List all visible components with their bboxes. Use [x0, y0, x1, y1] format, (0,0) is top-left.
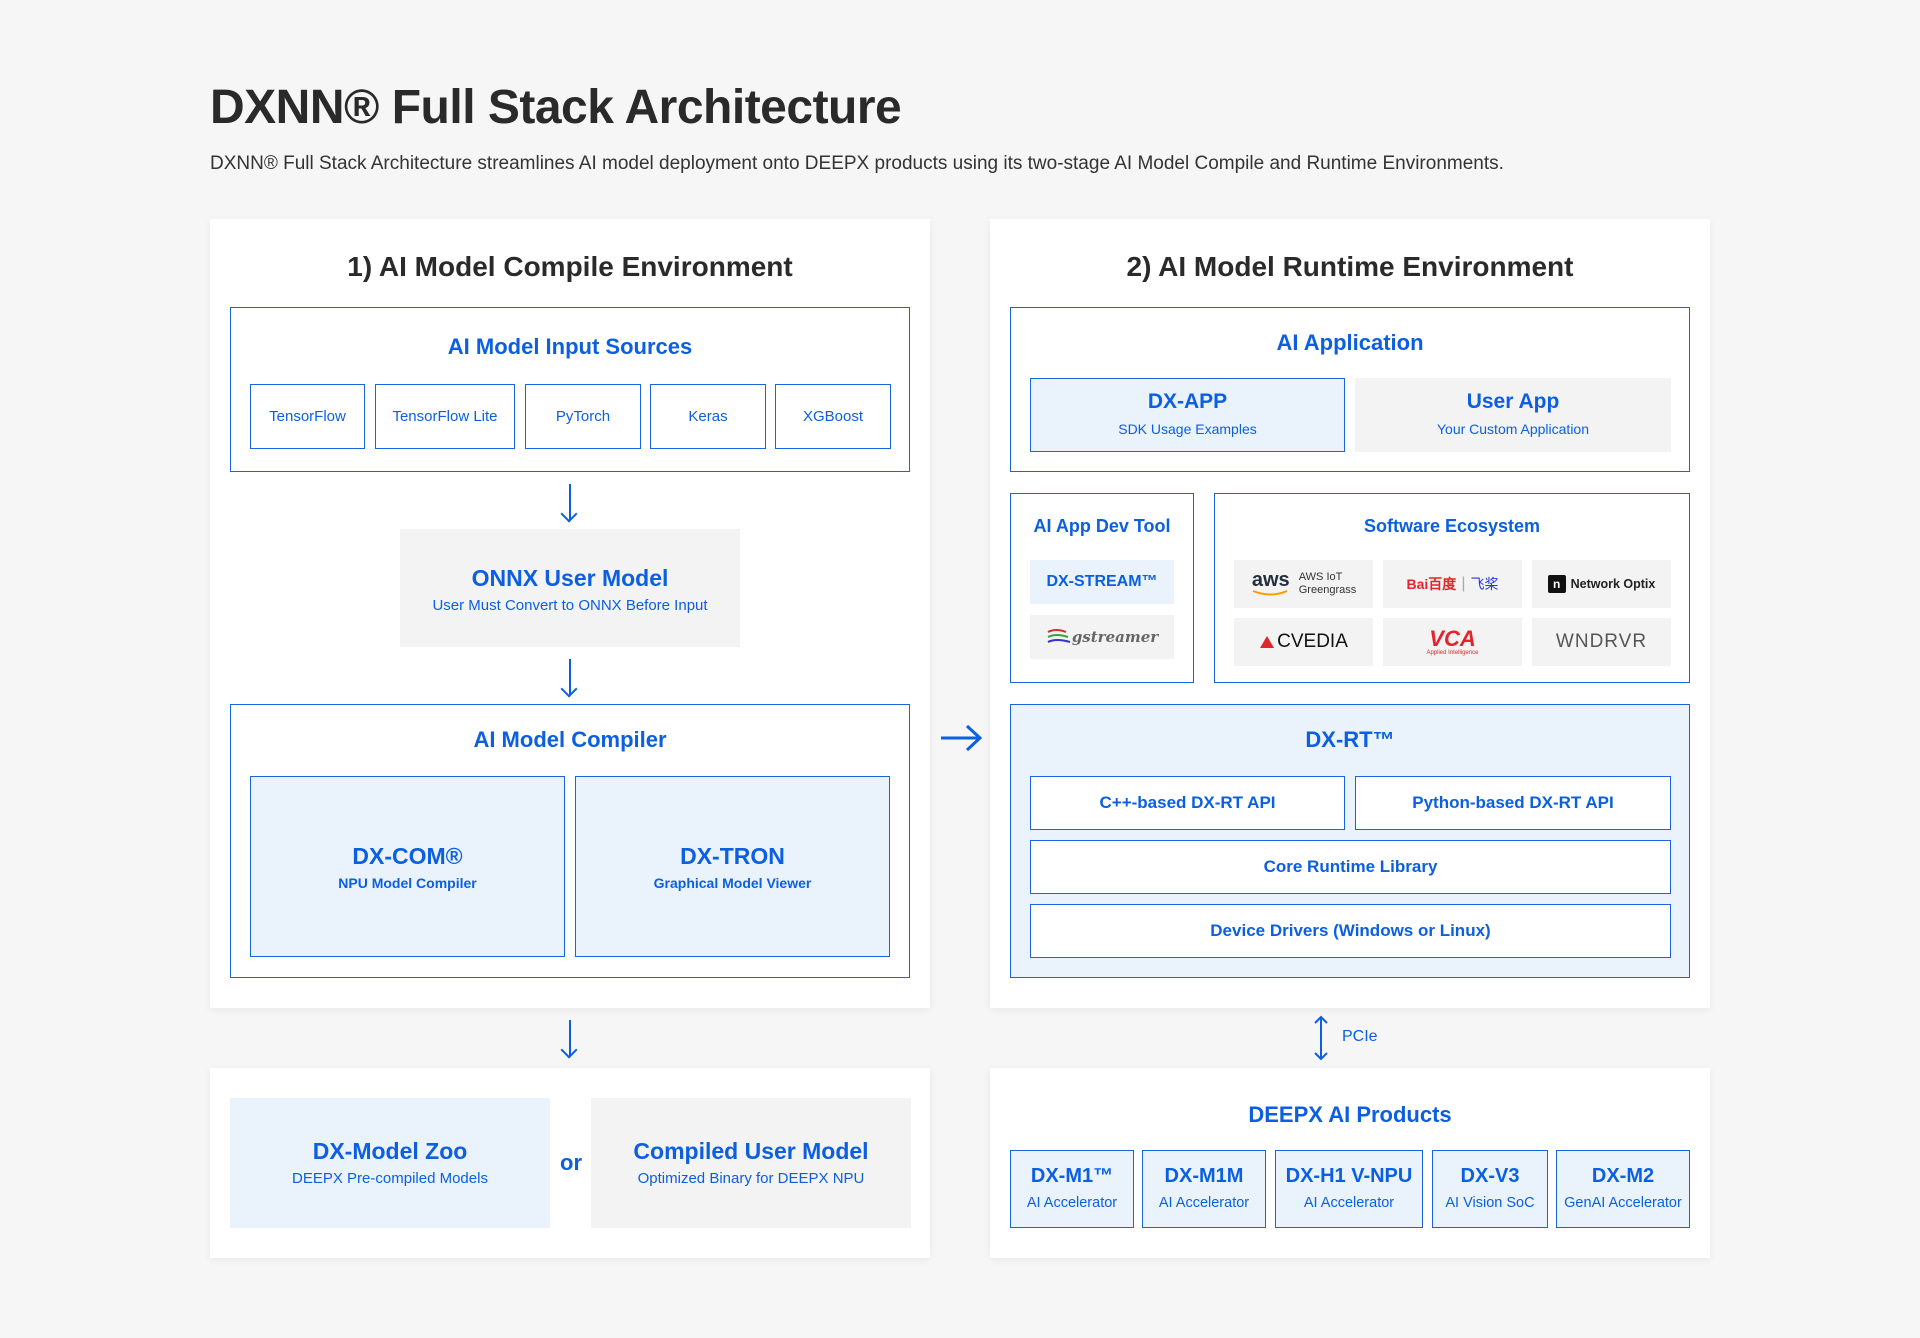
wndrvr-label: WNDRVR	[1555, 631, 1648, 652]
product-dx-v3: DX-V3 AI Vision SoC	[1432, 1150, 1548, 1228]
nx-mark: n	[1547, 575, 1566, 593]
dx-tron-subtitle: Graphical Model Viewer	[653, 875, 812, 891]
products-title: DEEPX AI Products	[1248, 1102, 1452, 1127]
onnx-user-model-box: ONNX User Model User Must Convert to ONN…	[400, 529, 740, 647]
software-ecosystem-box: Software Ecosystem aws AWS IoT Greengras…	[1214, 493, 1690, 683]
dev-tool-box: AI App Dev Tool DX-STREAM™ gstreamer	[1010, 493, 1194, 683]
zoo-subtitle: DEEPX Pre-compiled Models	[292, 1170, 488, 1187]
runtime-panel-title: 2) AI Model Runtime Environment	[1126, 251, 1574, 282]
product-name: DX-M1™	[1030, 1165, 1114, 1187]
dx-com-subtitle: NPU Model Compiler	[338, 875, 477, 891]
gstreamer-logo: gstreamer	[1030, 615, 1174, 659]
baidu-paddle-logo: Bai百度 | 飞桨	[1383, 560, 1522, 608]
cpp-api-row: C++-based DX-RT API	[1030, 776, 1345, 830]
python-api-row: Python-based DX-RT API	[1355, 776, 1671, 830]
product-desc: AI Accelerator	[1303, 1195, 1395, 1211]
dx-app-card: DX-APP SDK Usage Examples	[1030, 378, 1345, 452]
source-tensorflow-lite: TensorFlow Lite	[375, 384, 515, 449]
ecosystem-title: Software Ecosystem	[1363, 516, 1541, 536]
dx-com-title: DX-COM®	[352, 843, 463, 869]
pcie-arrow-icon	[1311, 1014, 1331, 1062]
cvedia-triangle-icon	[1260, 636, 1275, 648]
dx-tron-card: DX-TRON Graphical Model Viewer	[575, 776, 890, 957]
source-xgboost: XGBoost	[775, 384, 891, 449]
vca-sub: Applied Intelligence	[1426, 649, 1479, 656]
compile-panel-title: 1) AI Model Compile Environment	[347, 251, 793, 282]
paddle-mark: 飞桨	[1470, 576, 1499, 592]
aws-greengrass-logo: aws AWS IoT Greengrass	[1234, 560, 1373, 608]
product-desc: AI Vision SoC	[1445, 1195, 1535, 1211]
zoo-title: DX-Model Zoo	[312, 1138, 468, 1164]
product-dx-h1: DX-H1 V-NPU AI Accelerator	[1275, 1150, 1423, 1228]
dx-app-title: DX-APP	[1147, 390, 1228, 413]
product-desc: AI Accelerator	[1026, 1195, 1118, 1211]
input-sources-box: AI Model Input Sources TensorFlow Tensor…	[230, 307, 910, 472]
device-drivers-row: Device Drivers (Windows or Linux)	[1030, 904, 1671, 958]
pcie-label: PCIe	[1342, 1028, 1378, 1045]
product-name: DX-M2	[1591, 1165, 1655, 1187]
dev-tool-title: AI App Dev Tool	[1033, 516, 1171, 536]
product-name: DX-M1M	[1164, 1165, 1244, 1187]
cvedia-logo: CVEDIA	[1234, 618, 1373, 666]
product-dx-m1m: DX-M1M AI Accelerator	[1142, 1150, 1266, 1228]
baidu-mark: Bai百度	[1406, 576, 1457, 592]
vca-label: VCA	[1429, 625, 1476, 651]
runtime-environment-panel: 2) AI Model Runtime Environment AI Appli…	[990, 219, 1710, 1008]
product-desc: AI Accelerator	[1158, 1195, 1250, 1211]
compiled-subtitle: Optimized Binary for DEEPX NPU	[637, 1170, 865, 1187]
source-tensorflow: TensorFlow	[250, 384, 365, 449]
arrow-down-3	[569, 1020, 571, 1056]
gstreamer-label: gstreamer	[1071, 628, 1159, 646]
ai-application-box: AI Application DX-APP SDK Usage Examples…	[1010, 307, 1690, 472]
dx-tron-title: DX-TRON	[680, 843, 785, 869]
source-keras: Keras	[650, 384, 766, 449]
user-app-subtitle: Your Custom Application	[1436, 421, 1590, 437]
arrow-right-icon	[939, 722, 985, 754]
compiler-box: AI Model Compiler DX-COM® NPU Model Comp…	[230, 704, 910, 978]
dx-rt-title: DX-RT™	[1305, 727, 1395, 752]
dx-app-subtitle: SDK Usage Examples	[1118, 421, 1257, 437]
dx-stream-label: DX-STREAM™	[1046, 573, 1158, 590]
onnx-title: ONNX User Model	[471, 565, 669, 591]
compile-environment-panel: 1) AI Model Compile Environment AI Model…	[210, 219, 930, 1008]
nx-label: Network Optix	[1570, 577, 1656, 591]
dx-stream-chip: DX-STREAM™	[1030, 560, 1174, 604]
page-title: DXNN® Full Stack Architecture	[210, 81, 902, 134]
vca-logo: VCA Applied Intelligence	[1383, 618, 1522, 666]
onnx-subtitle: User Must Convert to ONNX Before Input	[432, 597, 708, 614]
dx-com-card: DX-COM® NPU Model Compiler	[250, 776, 565, 957]
aws-line2: Greengrass	[1298, 584, 1357, 596]
dx-rt-box: DX-RT™ C++-based DX-RT API Python-based …	[1010, 704, 1690, 978]
dx-model-zoo-card: DX-Model Zoo DEEPX Pre-compiled Models	[230, 1098, 550, 1228]
product-dx-m1: DX-M1™ AI Accelerator	[1010, 1150, 1134, 1228]
compiled-title: Compiled User Model	[633, 1138, 869, 1164]
source-pytorch: PyTorch	[525, 384, 641, 449]
product-name: DX-V3	[1460, 1165, 1520, 1187]
aws-smile-icon	[1252, 590, 1288, 596]
product-desc: GenAI Accelerator	[1564, 1195, 1682, 1211]
product-name: DX-H1 V-NPU	[1285, 1165, 1413, 1187]
compiler-title: AI Model Compiler	[473, 727, 667, 752]
or-label: or	[560, 1150, 582, 1175]
core-runtime-row: Core Runtime Library	[1030, 840, 1671, 894]
aws-mark: aws	[1251, 569, 1290, 591]
ai-application-title: AI Application	[1276, 330, 1424, 355]
wndrvr-logo: WNDRVR	[1532, 618, 1671, 666]
user-app-title: User App	[1466, 390, 1560, 413]
aws-line1: AWS IoT	[1298, 571, 1343, 583]
arrow-down-2	[569, 659, 571, 695]
network-optix-logo: n Network Optix	[1532, 560, 1671, 608]
gstreamer-icon	[1047, 629, 1071, 643]
compiled-user-model-card: Compiled User Model Optimized Binary for…	[591, 1098, 911, 1228]
product-dx-m2: DX-M2 GenAI Accelerator	[1556, 1150, 1690, 1228]
arrow-down-1	[569, 484, 571, 520]
input-sources-title: AI Model Input Sources	[447, 334, 693, 359]
page-subtitle: DXNN® Full Stack Architecture streamline…	[210, 153, 1504, 174]
cvedia-label: CVEDIA	[1277, 631, 1348, 652]
outputs-panel: DX-Model Zoo DEEPX Pre-compiled Models o…	[210, 1068, 930, 1258]
products-panel: DEEPX AI Products DX-M1™ AI Accelerator …	[990, 1068, 1710, 1258]
user-app-card: User App Your Custom Application	[1355, 378, 1671, 452]
